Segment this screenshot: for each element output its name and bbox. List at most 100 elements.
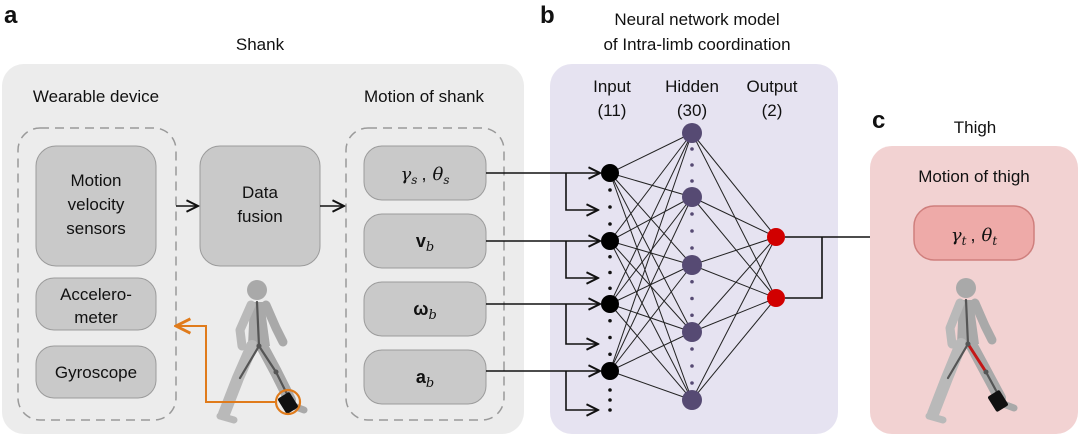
shank-acceleration-label: ab	[416, 367, 434, 391]
hidden-node-3	[682, 255, 702, 275]
network-ellipsis-dots	[608, 147, 694, 412]
shank-velocity-box: vb	[363, 213, 487, 269]
hidden-ellipsis-4-3	[690, 381, 694, 385]
input-ellipsis-4-2	[608, 398, 612, 402]
edge-hidden-1-output-1	[691, 196, 777, 299]
gyroscope-box: Gyroscope	[35, 345, 157, 399]
hidden-layer-label: Hidden	[665, 77, 719, 96]
input-ellipsis-2-3	[608, 286, 612, 291]
edge-input-0-hidden-0	[609, 132, 693, 174]
edge-hidden-0-output-1	[691, 132, 777, 299]
hidden-ellipsis-2-1	[690, 212, 694, 216]
edge-input-1-hidden-0	[609, 132, 693, 242]
thigh-angle-label: γt,θt	[951, 225, 997, 248]
output-node-1	[767, 228, 785, 246]
edge-input-3-hidden-4	[609, 370, 693, 401]
output-layer-label: Output	[746, 77, 797, 96]
panel-b-title-line-1: Neural network model	[614, 10, 779, 29]
motion-of-shank-title: Motion of shank	[364, 87, 485, 106]
motion-sensors-line-1: Motion	[70, 171, 121, 190]
edge-hidden-4-output-0	[691, 236, 777, 401]
accelerometer-line-2: meter	[74, 308, 118, 327]
edge-input-3-hidden-1	[609, 196, 693, 372]
input-node-4	[601, 362, 619, 380]
input-layer-label: Input	[593, 77, 631, 96]
input-node-2	[601, 232, 619, 250]
hidden-node-1	[682, 123, 702, 143]
wearable-device-title: Wearable device	[33, 87, 159, 106]
input-ellipsis-3-1	[608, 318, 612, 323]
hidden-ellipsis-3-2	[690, 296, 694, 301]
sensor-orange-arrow	[176, 326, 276, 403]
shank-angle-label: γs,θs	[401, 164, 450, 187]
edge-input-2-hidden-0	[609, 132, 693, 305]
wearable-device-group	[17, 127, 177, 421]
input-layer-count: (11)	[598, 101, 627, 120]
input-ellipsis-1-1	[608, 188, 612, 192]
walking-figure-thigh	[925, 278, 1018, 424]
hidden-ellipsis-4-1	[690, 347, 694, 351]
edge-hidden-4-output-1	[691, 297, 777, 401]
panel-c-title: Thigh	[954, 118, 997, 137]
edge-hidden-1-output-0	[691, 196, 777, 238]
thigh-angle-box: γt,θt	[913, 205, 1035, 261]
input-ellipsis-3-3	[608, 352, 612, 357]
data-fusion-line-2: fusion	[237, 207, 282, 226]
input-arrows	[486, 173, 600, 410]
thigh-segment-highlight	[966, 342, 988, 374]
hidden-ellipsis-1-3	[690, 179, 694, 183]
edge-hidden-3-output-1	[691, 297, 777, 333]
network-nodes	[601, 123, 785, 410]
edge-hidden-3-output-0	[691, 236, 777, 333]
panel-a-title: Shank	[236, 35, 285, 54]
motion-of-thigh-title: Motion of thigh	[918, 167, 1030, 186]
input-ellipsis-2-1	[608, 254, 612, 259]
accelerometer-box: Accelero- meter	[35, 277, 157, 331]
hidden-ellipsis-2-3	[690, 246, 694, 250]
gyroscope-label: Gyroscope	[55, 363, 137, 382]
output-node-2	[767, 289, 785, 307]
input-ellipsis-1-2	[608, 205, 612, 209]
panel-c-letter: c	[872, 107, 885, 134]
walking-figure-shank	[216, 280, 308, 424]
edge-input-3-hidden-3	[609, 331, 693, 372]
edge-input-3-hidden-2	[609, 264, 693, 372]
shank-angular-velocity-box: ωb	[363, 281, 487, 337]
shank-motion-group	[345, 127, 505, 421]
edge-hidden-2-output-0	[691, 236, 777, 266]
edge-input-1-hidden-4	[609, 240, 693, 401]
shank-acceleration-box: ab	[363, 349, 487, 405]
hidden-ellipsis-4-2	[690, 364, 694, 368]
motion-sensors-line-2: velocity	[68, 195, 125, 214]
panel-b-background	[550, 64, 838, 434]
motion-sensors-line-3: sensors	[66, 219, 126, 238]
input-ellipsis-1-3	[608, 222, 612, 226]
accelerometer-line-1: Accelero-	[60, 285, 132, 304]
edge-hidden-2-output-1	[691, 264, 777, 299]
motion-velocity-sensors-box: Motion velocity sensors	[35, 145, 157, 267]
hidden-layer-count: (30)	[677, 101, 707, 120]
hidden-ellipsis-1-1	[690, 147, 694, 151]
panel-b-letter: b	[540, 2, 555, 29]
shank-angular-velocity-label: ωb	[413, 299, 437, 323]
shank-angle-box: γs,θs	[363, 145, 487, 201]
input-node-3	[601, 295, 619, 313]
shank-velocity-label: vb	[416, 231, 434, 255]
hidden-ellipsis-3-1	[690, 279, 694, 284]
input-ellipsis-2-2	[608, 270, 612, 275]
hidden-node-4	[682, 322, 702, 342]
input-node-1	[601, 164, 619, 182]
input-ellipsis-4-3	[608, 408, 612, 412]
hidden-node-2	[682, 187, 702, 207]
hidden-ellipsis-3-3	[690, 313, 694, 318]
data-fusion-line-1: Data	[242, 183, 278, 202]
input-ellipsis-3-2	[608, 335, 612, 340]
input-ellipsis-4-1	[608, 388, 612, 392]
hidden-node-5	[682, 390, 702, 410]
panel-b-title-line-2: of Intra-limb coordination	[603, 35, 790, 54]
data-fusion-box: Data fusion	[199, 145, 321, 267]
edge-hidden-0-output-0	[691, 132, 777, 238]
edge-input-3-hidden-0	[609, 132, 693, 372]
network-connections	[609, 132, 777, 401]
